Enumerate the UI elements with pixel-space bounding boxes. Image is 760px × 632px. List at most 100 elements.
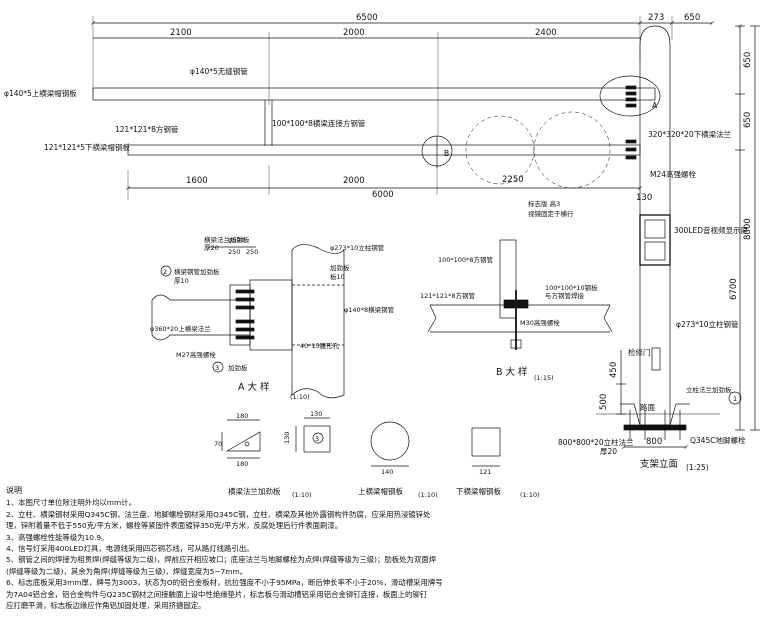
detail-a-bolts xyxy=(235,289,255,340)
sp-180b: 180 xyxy=(236,460,248,468)
base-thick-label: 厚20 xyxy=(600,447,617,456)
sp-180a: 180 xyxy=(236,412,248,420)
led-sign-box xyxy=(639,214,671,266)
detail-a-t11: φ500 xyxy=(228,236,245,244)
stiffener-hole xyxy=(244,441,250,447)
marker-2-circle xyxy=(160,265,172,277)
detail-b-break xyxy=(427,304,613,333)
stiffener-plate xyxy=(225,431,261,452)
detail-a-scale: (1:10) xyxy=(290,393,310,401)
notes-block: 说明 1、本图尺寸单位除注明外均以mm计。 2、立柱、横梁钢材采用Q345C钢，… xyxy=(6,485,476,611)
detail-a-t13: 250 xyxy=(246,248,258,256)
base-stiffener xyxy=(669,403,677,426)
detail-a-t7: φ360*20上横梁法兰 xyxy=(150,324,211,333)
dim-130: 130 xyxy=(636,193,652,203)
note-line: 2、立柱、横梁钢材采用Q345C钢，法兰盘、地脚螺栓钢材采用Q345C钢，立柱、… xyxy=(6,509,431,519)
detail-a-m3: 3 xyxy=(215,364,219,372)
sign-note-1: 标志版 高3 xyxy=(528,199,560,208)
led-sign-label: 300LED音视频显示屏 xyxy=(674,225,749,235)
sp-130b: 130 xyxy=(283,432,291,444)
detail-a-t8: M27高强螺栓 xyxy=(176,350,216,359)
led-sign-panel xyxy=(644,219,666,239)
detail-a-t3: 加劲板 xyxy=(330,263,350,272)
dim-650b: 650 xyxy=(743,112,753,128)
dim-800: 800 xyxy=(646,437,662,447)
note-line: 1、本图尺寸单位除注明外均以mm计。 xyxy=(6,498,136,508)
detail-a-t5: φ273*10立柱钢管 xyxy=(330,243,385,252)
detail-a-beam xyxy=(151,294,251,341)
detail-a-callout xyxy=(599,75,661,117)
detail-a-t15: 厚10 xyxy=(174,277,189,285)
dim-273: 273 xyxy=(648,13,664,23)
marker-1: 1 xyxy=(733,395,737,403)
detail-a-t6: φ140*8横梁钢管 xyxy=(344,305,395,314)
ground-label: 路面 xyxy=(640,402,655,412)
top-pipe-label: φ140*5无缝钢管 xyxy=(190,66,248,76)
dim-6000: 6000 xyxy=(372,190,394,200)
sp-title-upper: 上横梁帽钢板 xyxy=(358,486,403,496)
dim-650-top: 650 xyxy=(684,13,700,23)
sq-pipe-100-label: 100*100*8横梁连接方钢管 xyxy=(272,118,366,128)
sq-pipe-121-label: 121*121*8方钢管 xyxy=(115,124,179,134)
upper-cap-label: φ140*5上横梁帽钢板 xyxy=(4,88,77,98)
detail-a-t9: 横梁钢管加劲板 xyxy=(174,267,220,276)
pole xyxy=(639,25,671,426)
detail-b-title: B 大 样 xyxy=(496,366,528,378)
note-line: (焊缝等级为二级)，其余为角焊(焊缝等级为三级)，焊缝宽度为5~7mm。 xyxy=(6,566,248,576)
detail-a-t2: 厚20 xyxy=(204,244,219,252)
lower-cap-plate xyxy=(471,427,501,457)
detail-a-t10: 40*15腰形孔 xyxy=(300,342,340,350)
detail-b xyxy=(427,239,613,350)
detail-a-m2: 2 xyxy=(163,268,167,276)
dim-2100: 2100 xyxy=(170,28,192,38)
sp-140: 140 xyxy=(381,468,393,476)
notes-heading: 说明 xyxy=(6,486,22,495)
dim-2000: 2000 xyxy=(343,28,365,38)
note-line: 3、高强螺栓性能等级为10.9。 xyxy=(6,532,109,542)
detail-b-t2: 121*121*8方钢管 xyxy=(420,291,475,300)
small-parts xyxy=(221,417,501,467)
detail-a-t14: 加劲板 xyxy=(228,363,248,372)
dim-1600: 1600 xyxy=(186,176,208,186)
base-stiffener xyxy=(633,403,641,426)
note-line: 4、信号灯采用400LED灯具，电源线采用四芯铜芯线，可从路灯线路引出。 xyxy=(6,544,254,554)
dim-450: 450 xyxy=(609,362,619,378)
detail-a-t4: 板10 xyxy=(330,272,345,281)
elevation-scale: (1:25) xyxy=(686,463,709,472)
manhole-door xyxy=(651,347,661,371)
upper-cap-circle xyxy=(370,421,410,461)
dim-6500: 6500 xyxy=(356,13,378,23)
bolt-m24-label: M24高强螺栓 xyxy=(650,169,697,179)
detail-a-pole xyxy=(291,244,345,399)
sign-outline xyxy=(465,115,535,185)
sign-note-2: 视镜固定于横行 xyxy=(528,209,574,218)
detail-a xyxy=(151,244,345,399)
sp-title-flange: 横梁法兰加劲板 xyxy=(228,486,281,496)
note-line: 6、标志底板采用3mm厚，牌号为3003，状态为O的铝合金板材，抗拉强度不小于9… xyxy=(6,578,443,588)
manhole-label: 检修门 xyxy=(628,347,651,357)
sp-title-lower: 下横梁帽钢板 xyxy=(456,486,501,496)
sp-scale-3: (1:10) xyxy=(520,491,540,499)
dim-500: 500 xyxy=(599,394,609,410)
detail-b-tube xyxy=(499,239,517,319)
detail-a-flange-plate xyxy=(249,279,293,351)
marker-3-circle xyxy=(212,361,224,373)
detail-a-t1: 横梁法兰加劲板 xyxy=(204,235,250,244)
elevation-view xyxy=(91,16,760,449)
note-line: 理，锌附着量不低于550克/平方米，螺栓等紧固件表面镀锌350克/平方米，反腐处… xyxy=(6,521,343,531)
detail-b-nut xyxy=(510,339,522,349)
note-line: 应打磨平滑，标志板边缘应作角铝加固处理，采用挤搪固定。 xyxy=(6,601,206,611)
anchor-label: Q345C地脚螺栓 xyxy=(690,435,746,445)
base-plate-label: 800*800*20立柱法兰 xyxy=(558,437,634,447)
dim-650a: 650 xyxy=(743,52,753,68)
sp-121: 121 xyxy=(479,468,491,476)
detail-b-scale: (1:15) xyxy=(534,374,554,382)
upper-cap-plate xyxy=(303,425,331,453)
pole-bolts xyxy=(625,85,637,160)
sp-130a: 130 xyxy=(310,410,322,418)
dim-2250: 2250 xyxy=(502,175,524,185)
marker-3b-circle xyxy=(312,432,324,444)
lower-flange-label: 320*320*20下横梁法兰 xyxy=(648,129,732,139)
led-sign-panel xyxy=(644,241,666,261)
note-line: 5、钢管之间的焊接为相贯焊(焊缝等级为二级)，焊前应开相应坡口；底座法兰与地脚螺… xyxy=(6,555,437,565)
